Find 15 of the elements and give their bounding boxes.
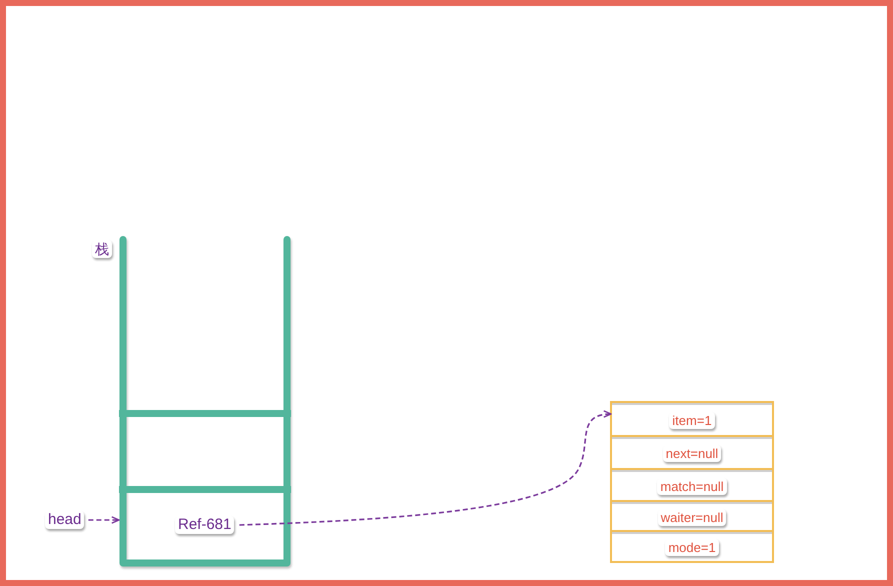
field-row bbox=[612, 437, 772, 470]
field-value: next=null bbox=[662, 445, 722, 462]
stack-title: 栈 bbox=[92, 240, 112, 258]
field-row bbox=[612, 502, 772, 532]
field-value: item=1 bbox=[669, 412, 715, 428]
arrow bbox=[239, 410, 612, 526]
field-value: match=null bbox=[657, 478, 727, 494]
arrow bbox=[88, 516, 120, 524]
reference-label: Ref-681 bbox=[175, 516, 234, 534]
field-row bbox=[612, 403, 772, 437]
field-value: mode=1 bbox=[665, 539, 719, 556]
field-row bbox=[612, 470, 772, 502]
field-value: waiter=null bbox=[658, 508, 726, 526]
object-box bbox=[610, 401, 774, 563]
pointer-label: head bbox=[45, 511, 84, 529]
